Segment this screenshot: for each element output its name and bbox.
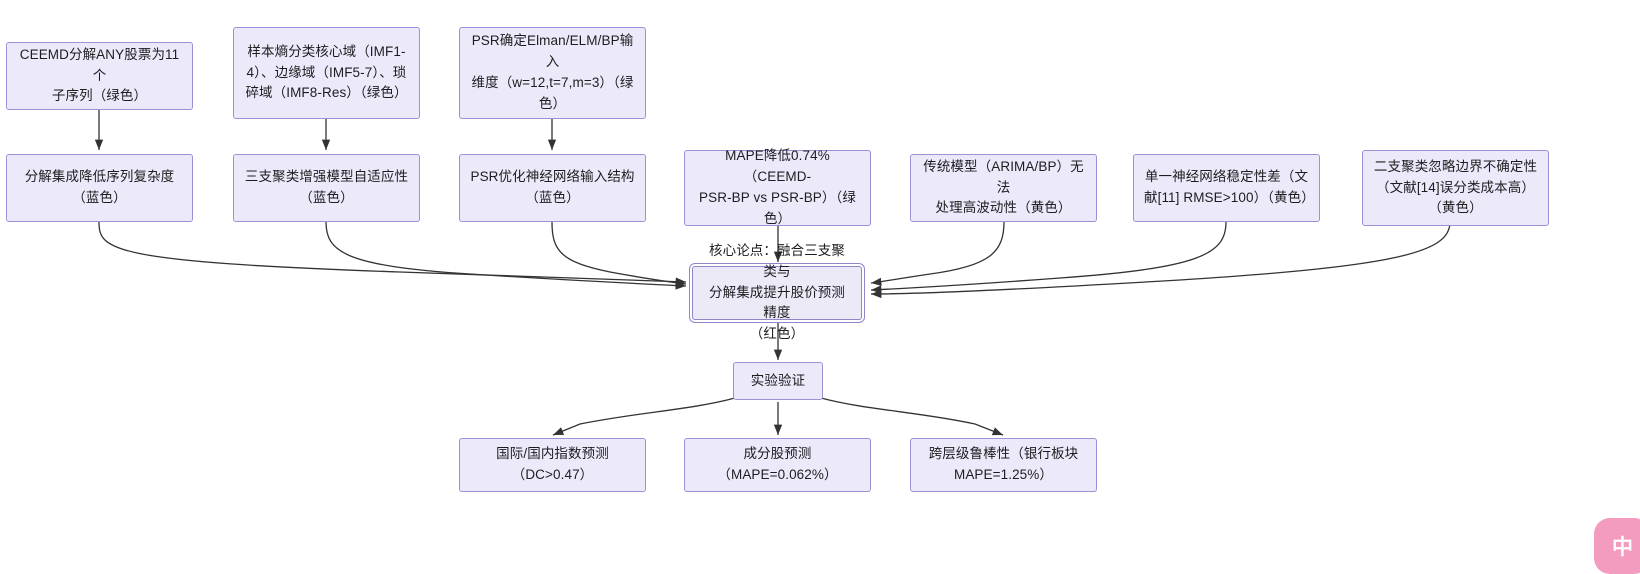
node-core-claim[interactable]: 核心论点：融合三支聚类与 分解集成提升股价预测精度 （红色） — [689, 243, 865, 341]
node-single-network-instability[interactable]: 单一神经网络稳定性差（文 献[11] RMSE>100）（黄色） — [1133, 154, 1320, 222]
node-label: 成分股预测 （MAPE=0.062%） — [717, 446, 838, 482]
edge-n9-core — [870, 221, 1227, 294]
node-label: 国际/国内指数预测 （DC>0.47） — [496, 446, 609, 482]
node-result-index-prediction[interactable]: 国际/国内指数预测 （DC>0.47） — [459, 438, 646, 492]
node-decomposition-reduces-complexity[interactable]: 分解集成降低序列复杂度 （蓝色） — [6, 154, 193, 222]
node-experimental-validation[interactable]: 实验验证 — [733, 362, 823, 400]
node-result-constituent-stock[interactable]: 成分股预测 （MAPE=0.062%） — [684, 438, 871, 492]
edge-n10-core — [870, 221, 1451, 299]
node-three-way-clustering-adaptivity[interactable]: 三支聚类增强模型自适应性 （蓝色） — [233, 154, 420, 222]
node-sample-entropy-classification[interactable]: 样本熵分类核心域（IMF1- 4）、边缘域（IMF5-7）、琐 碎域（IMF8-… — [233, 27, 420, 119]
node-label: MAPE降低0.74%（CEEMD- PSR-BP vs PSR-BP）（绿 色… — [699, 148, 856, 226]
watermark-badge: 中 — [1594, 518, 1640, 574]
node-label: 样本熵分类核心域（IMF1- 4）、边缘域（IMF5-7）、琐 碎域（IMF8-… — [245, 43, 408, 101]
watermark-text: 中 — [1612, 536, 1633, 559]
node-label: 实验验证 — [750, 372, 806, 388]
edge-exp-r3 — [820, 397, 1004, 436]
edge-exp-r1 — [552, 397, 736, 436]
node-psr-optimizes-network-input[interactable]: PSR优化神经网络输入结构 （蓝色） — [459, 154, 646, 222]
node-label: PSR优化神经网络输入结构 （蓝色） — [470, 169, 635, 205]
edge-n8-core — [870, 221, 1005, 286]
node-label: 跨层级鲁棒性（银行板块 MAPE=1.25%） — [928, 446, 1079, 482]
node-label: 三支聚类增强模型自适应性 （蓝色） — [244, 169, 409, 205]
node-mape-reduction[interactable]: MAPE降低0.74%（CEEMD- PSR-BP vs PSR-BP）（绿 色… — [684, 148, 871, 226]
node-label: 传统模型（ARIMA/BP）无法 处理高波动性（黄色） — [923, 158, 1084, 216]
node-two-way-clustering-boundary[interactable]: 二支聚类忽略边界不确定性 （文献[14]误分类成本高） （黄色） — [1362, 150, 1549, 226]
node-traditional-model-limitation[interactable]: 传统模型（ARIMA/BP）无法 处理高波动性（黄色） — [910, 154, 1097, 222]
edge-n5-core — [325, 221, 687, 290]
node-psr-input-dimension[interactable]: PSR确定Elman/ELM/BP输入 维度（w=12,t=7,m=3）（绿 色… — [459, 27, 646, 119]
edge-n4-core — [98, 221, 687, 286]
node-ceemd-decomposition[interactable]: CEEMD分解ANY股票为11个 子序列（绿色） — [6, 42, 193, 110]
edge-n6-core — [551, 221, 687, 287]
node-label: 二支聚类忽略边界不确定性 （文献[14]误分类成本高） （黄色） — [1373, 158, 1538, 216]
node-result-cross-level-robustness[interactable]: 跨层级鲁棒性（银行板块 MAPE=1.25%） — [910, 438, 1097, 492]
node-label: 单一神经网络稳定性差（文 献[11] RMSE>100）（黄色） — [1144, 169, 1315, 205]
node-label: 核心论点：融合三支聚类与 分解集成提升股价预测精度 （红色） — [709, 242, 845, 342]
node-label: PSR确定Elman/ELM/BP输入 维度（w=12,t=7,m=3）（绿 色… — [471, 33, 634, 111]
node-label: CEEMD分解ANY股票为11个 子序列（绿色） — [19, 46, 180, 104]
node-label: 分解集成降低序列复杂度 （蓝色） — [24, 169, 175, 205]
